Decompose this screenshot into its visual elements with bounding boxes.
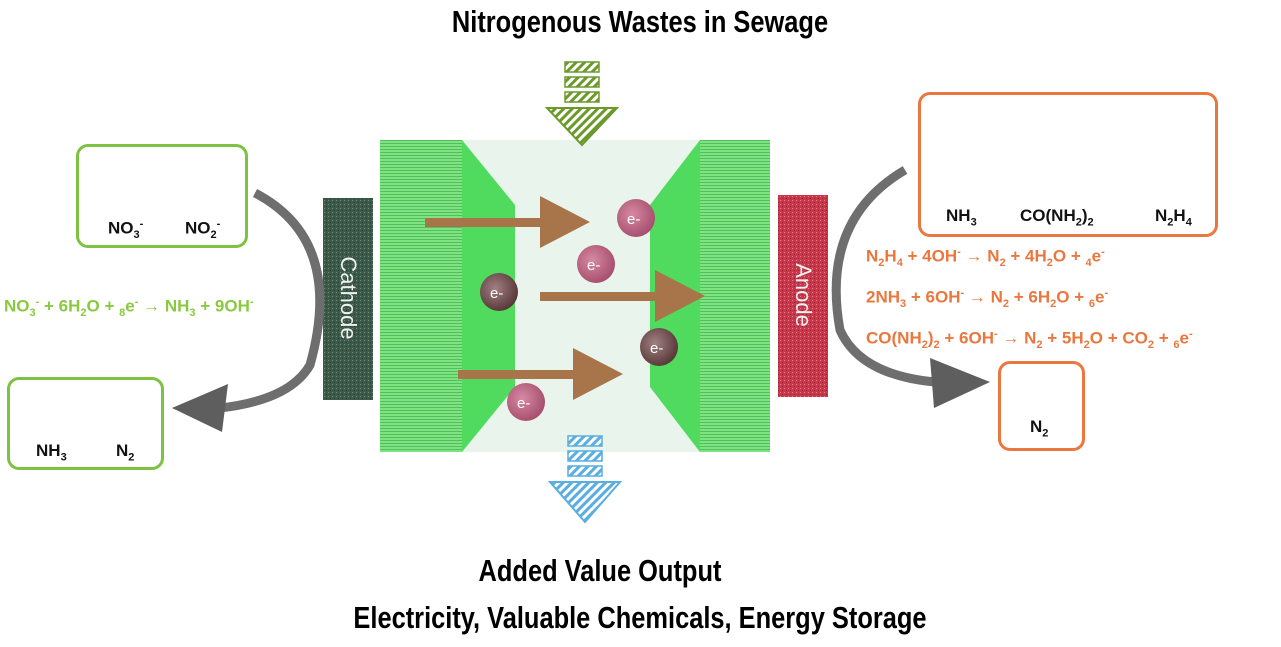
label-ammonia-cathode: NH3: [36, 441, 67, 464]
anode-products-box: [998, 361, 1085, 451]
flow-arrows: [425, 196, 705, 400]
cathode-membrane: [380, 140, 462, 452]
cathode-electrode: [323, 198, 373, 400]
electron-label: e-: [587, 257, 600, 274]
anode-curve-arrow: [831, 166, 936, 387]
electrons: e- e- e- e- e-: [480, 199, 678, 421]
label-nitrogen-anode: N2: [1030, 417, 1049, 440]
label-urea: CO(NH2)2: [1020, 206, 1094, 229]
cathode-reactants-box: [76, 144, 248, 248]
electron-label: e-: [650, 340, 663, 357]
cathode-label: Cathode: [336, 256, 361, 340]
input-title: Nitrogenous Wastes in Sewage: [451, 4, 829, 39]
electron-3: [480, 273, 518, 311]
electron-label: e-: [627, 211, 640, 228]
output-arrow: [547, 435, 623, 524]
anode-electrode: [778, 195, 828, 397]
anode-equation-urea: CO(NH2)2 + 6OH- → N2 + 5H2O + CO2 + 6e-: [866, 328, 1193, 352]
anode-reactants-box: [918, 92, 1218, 237]
anode-equation-hydrazine: N2H4 + 4OH- → N2 + 4H2O + 4e-: [866, 246, 1105, 270]
label-hydrazine: N2H4: [1155, 206, 1192, 229]
cathode-products-box: [7, 377, 164, 470]
electron-label: e-: [517, 395, 530, 412]
cathode-curve-arrow: [219, 189, 325, 413]
label-nitrate: NO3-: [108, 218, 144, 242]
label-ammonia-anode: NH3: [946, 206, 977, 229]
anode-membrane: [700, 140, 770, 452]
anode-equation-ammonia: 2NH3 + 6OH- → N2 + 6H2O + 6e-: [866, 287, 1109, 311]
cathode-equation: NO3- + 6H2O + 8e- → NH3 + 9OH-: [4, 296, 254, 320]
electron-4: [640, 328, 678, 366]
label-nitrogen-cathode: N2: [116, 441, 135, 464]
output-title: Added Value Output: [478, 553, 722, 588]
electron-1: [617, 199, 655, 237]
cathode-arrowhead: [172, 384, 228, 432]
electron-2: [577, 245, 615, 283]
anode-arrowhead: [930, 358, 990, 408]
input-arrow: [544, 61, 620, 147]
electron-5: [507, 383, 545, 421]
output-items: Electricity, Valuable Chemicals, Energy …: [353, 600, 927, 635]
label-nitrite: NO2-: [185, 218, 221, 242]
anode-label: Anode: [791, 263, 816, 327]
electron-label: e-: [490, 285, 503, 302]
